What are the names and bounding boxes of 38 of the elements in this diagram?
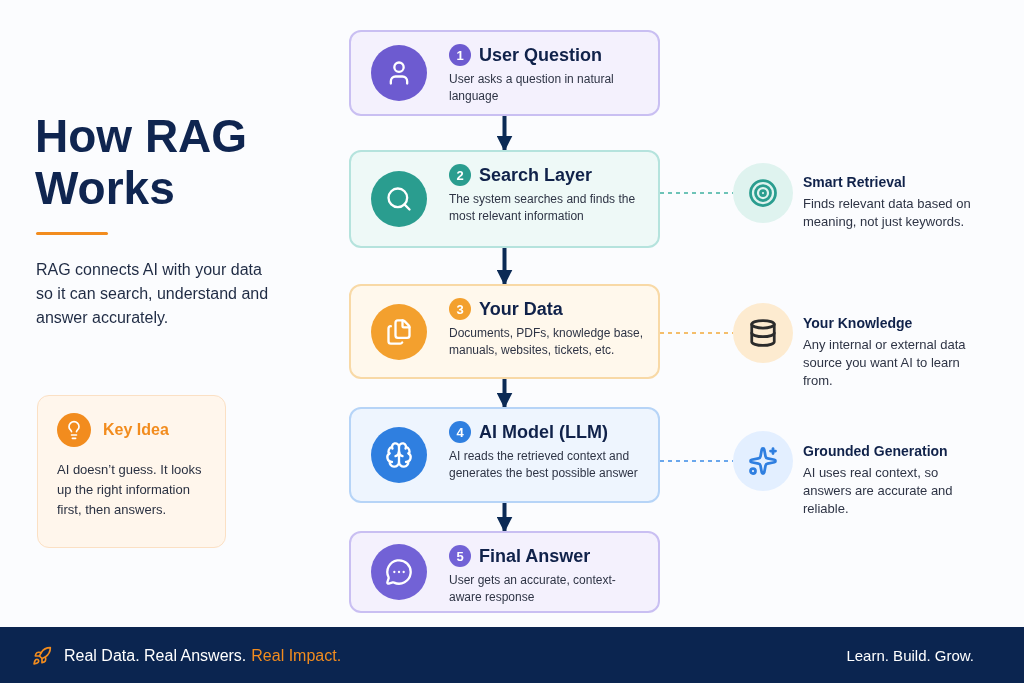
step-title: AI Model (LLM) xyxy=(479,421,608,444)
feature-description: Any internal or external data source you want AI to learn from. xyxy=(803,336,967,390)
card-text: AI doesn’t guess. It looks up the right information first, then answers. xyxy=(57,461,203,519)
feature-description: AI uses real context, so answers are accurate and reliable. xyxy=(803,464,954,518)
step-card xyxy=(349,407,660,503)
step-title: Search Layer xyxy=(479,164,593,187)
card-title: Key Idea xyxy=(103,420,169,440)
footer-highlight: Real Impact. xyxy=(251,646,342,666)
arrow xyxy=(496,503,513,533)
step-number: 1 xyxy=(449,44,471,67)
title: How RAG Works xyxy=(35,110,249,214)
step-number: 3 xyxy=(449,298,471,321)
feature-title: Your Knowledge xyxy=(803,314,914,333)
step-description: User asks a question in natural language xyxy=(449,70,615,105)
arrow xyxy=(496,379,513,409)
step-title: Your Data xyxy=(479,298,563,321)
feature-title: Smart Retrieval xyxy=(803,173,907,192)
step-description: User gets an accurate, context-aware response xyxy=(449,571,617,606)
arrow xyxy=(496,248,513,286)
step-number: 5 xyxy=(449,545,471,568)
step-title: User Question xyxy=(479,44,603,67)
step-card xyxy=(349,150,660,248)
step-number: 2 xyxy=(449,164,471,187)
footer-slogan: Real Data. Real Answers. xyxy=(64,646,247,666)
key-idea-card xyxy=(37,395,226,548)
footer-tagline: Learn. Build. Grow. xyxy=(846,646,974,666)
step-description: The system searches and finds the most relevant information xyxy=(449,190,637,225)
step-description: AI reads the retrieved context and generates the best possible answer xyxy=(449,447,639,482)
step-title: Final Answer xyxy=(479,545,591,568)
step-card xyxy=(349,284,660,379)
step-card xyxy=(349,531,660,613)
intro-text: RAG connects AI with your data so it can search, understand and answer accurately. xyxy=(36,260,270,328)
step-card xyxy=(349,30,660,116)
feature-description: Finds relevant data based on meaning, not just keywords. xyxy=(803,195,972,231)
step-description: Documents, PDFs, knowledge base, manuals, websites, tickets, etc. xyxy=(449,324,645,359)
feature-title: Grounded Generation xyxy=(803,442,949,461)
step-number: 4 xyxy=(449,421,471,444)
arrow xyxy=(496,116,513,152)
